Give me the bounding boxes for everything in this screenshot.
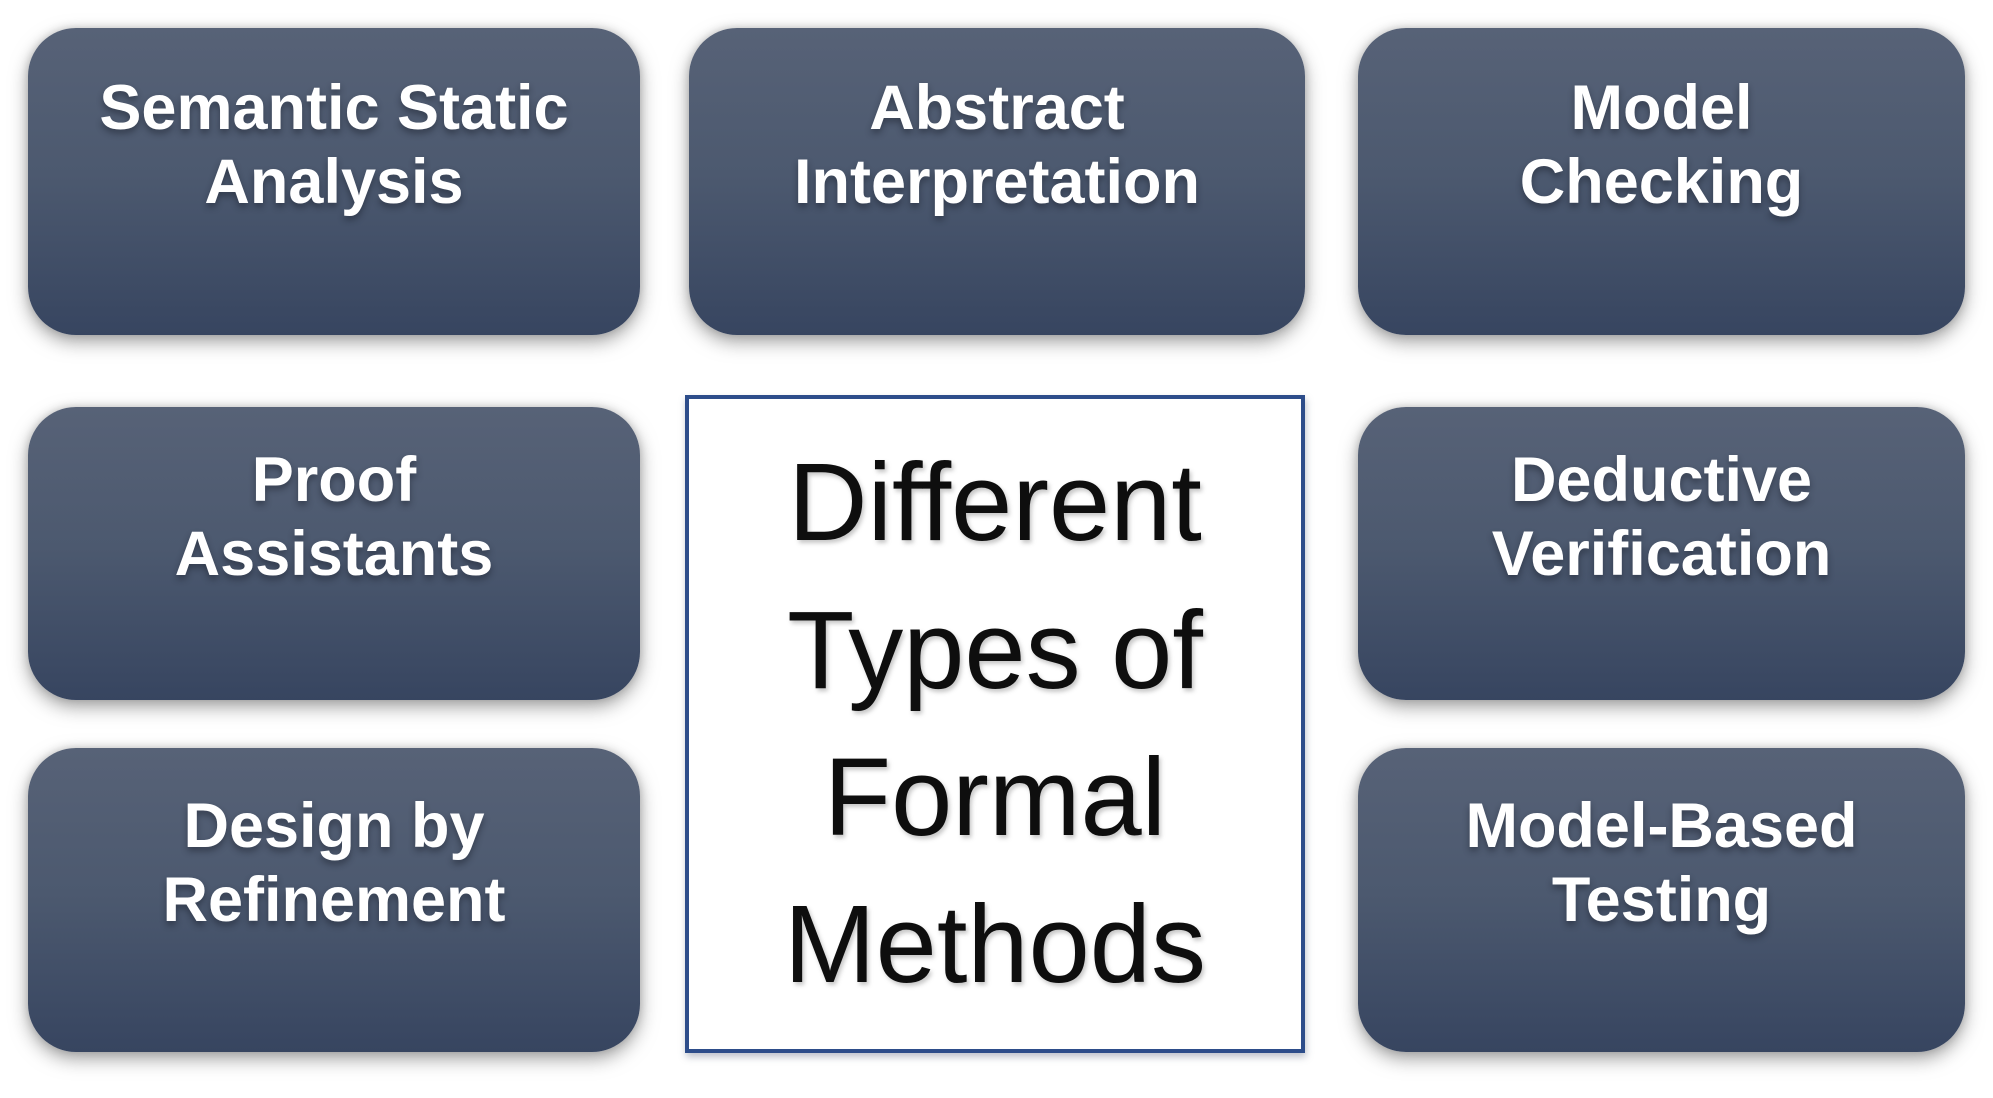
box-label: Model-Based Testing <box>1465 791 1858 935</box>
diagram-title: Different Types of Formal Methods <box>784 441 1206 1007</box>
box-model-based-testing: Model-Based Testing <box>1358 748 1965 1052</box>
box-label: Model Checking <box>1519 72 1804 217</box>
box-label: Proof Assistants <box>174 444 494 589</box>
box-abstract-interpretation: Abstract Interpretation <box>689 28 1305 335</box>
box-label: Deductive Verification <box>1491 444 1832 589</box>
box-label: Design by Refinement <box>162 791 506 935</box>
box-model-checking: Model Checking <box>1358 28 1965 335</box>
center-title-box: Different Types of Formal Methods <box>685 395 1305 1053</box>
box-deductive-verification: Deductive Verification <box>1358 407 1965 700</box>
box-semantic-static-analysis: Semantic Static Analysis <box>28 28 640 335</box>
box-label: Semantic Static Analysis <box>99 72 569 217</box>
box-proof-assistants: Proof Assistants <box>28 407 640 700</box>
box-design-by-refinement: Design by Refinement <box>28 748 640 1052</box>
box-label: Abstract Interpretation <box>793 72 1201 217</box>
